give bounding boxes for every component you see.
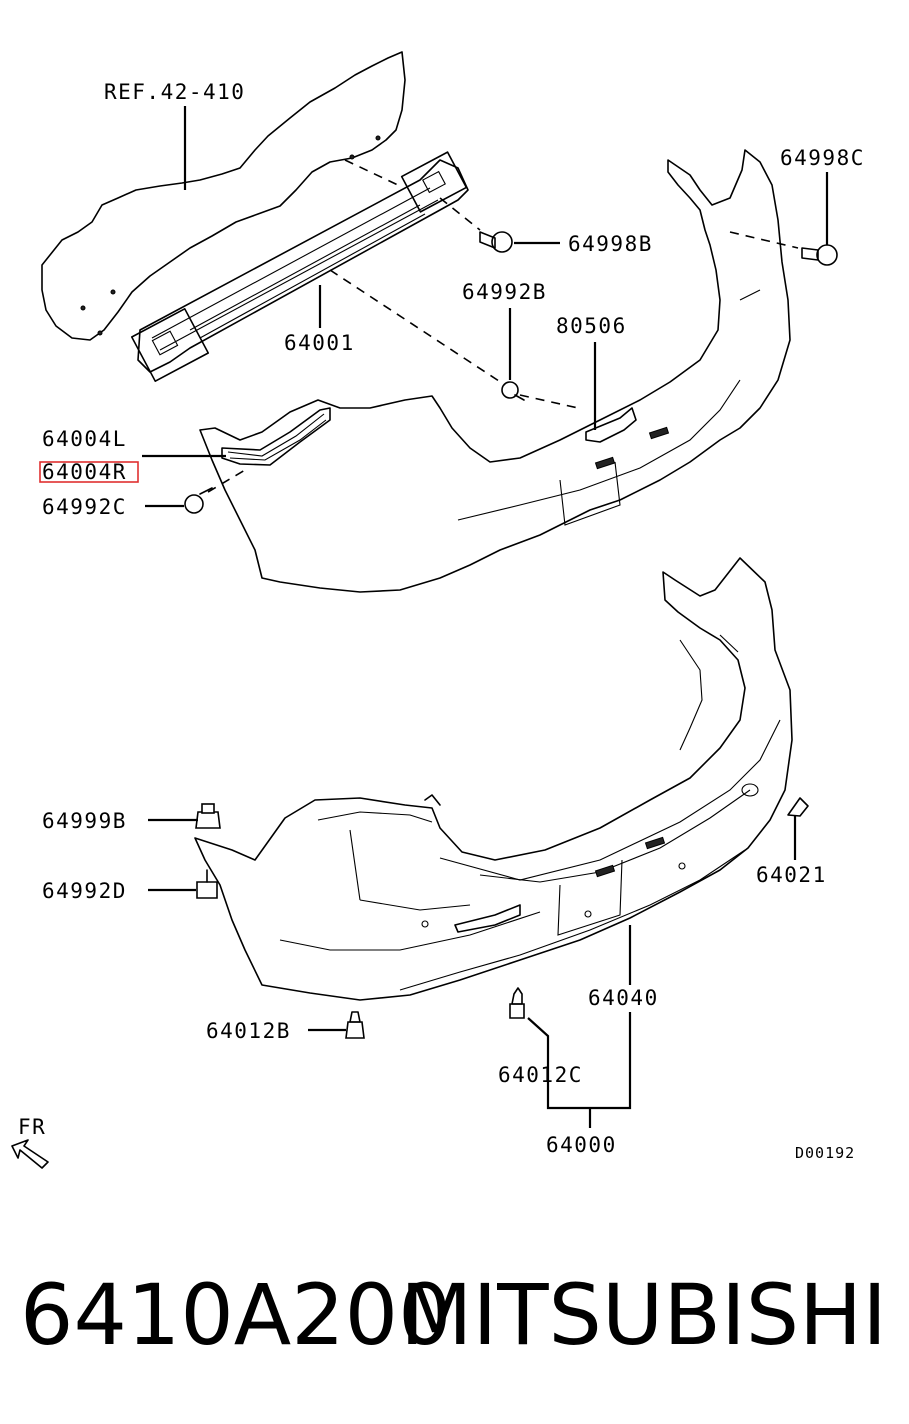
label-64012c: 64012C [498,1063,583,1087]
rear-bumper-cover [194,557,793,1001]
label-ref: REF.42-410 [104,80,245,104]
clip-64012b [345,1011,365,1039]
label-64992b: 64992B [462,280,547,304]
highlight-box [39,461,139,483]
label-64021: 64021 [756,863,827,887]
label-64992d: 64992D [42,879,127,903]
label-64004r: 64004R [42,460,127,484]
bolt-64998b [479,231,513,253]
label-64012b: 64012B [206,1019,291,1043]
label-64998b: 64998B [568,232,653,256]
parts-diagram: REF.42-410 64998C 64998B 64992B 80506 64… [11,51,865,1169]
clip-64012c [509,987,525,1019]
label-64004l: 64004L [42,427,127,451]
brand-name: MITSUBISHI [399,1266,887,1364]
nut-64992d [196,869,218,899]
label-64999b: 64999B [42,809,127,833]
bolt-64998c [801,244,838,266]
label-64992c: 64992C [42,495,127,519]
label-64040: 64040 [588,986,659,1010]
clip-64021 [787,797,809,817]
bumper-side-bracket [221,407,331,466]
nut-64992b [501,381,525,401]
caption: 6410A200 MITSUBISHI [0,1265,909,1375]
rear-body-outline [199,149,791,593]
label-80506: 80506 [556,314,627,338]
rear-bumper-reinforcement [130,151,469,382]
part-number: 6410A200 [20,1266,452,1364]
label-64000: 64000 [546,1133,617,1157]
nut-64992c [184,487,213,514]
body-panel-ref [41,51,406,341]
front-arrow-icon [11,1139,49,1169]
clip-80506 [585,407,637,443]
label-diagram-code: D00192 [795,1144,855,1162]
nut-64999b [195,803,221,829]
label-64001: 64001 [284,331,355,355]
label-fr: FR [18,1115,46,1139]
label-64998c: 64998C [780,146,865,170]
